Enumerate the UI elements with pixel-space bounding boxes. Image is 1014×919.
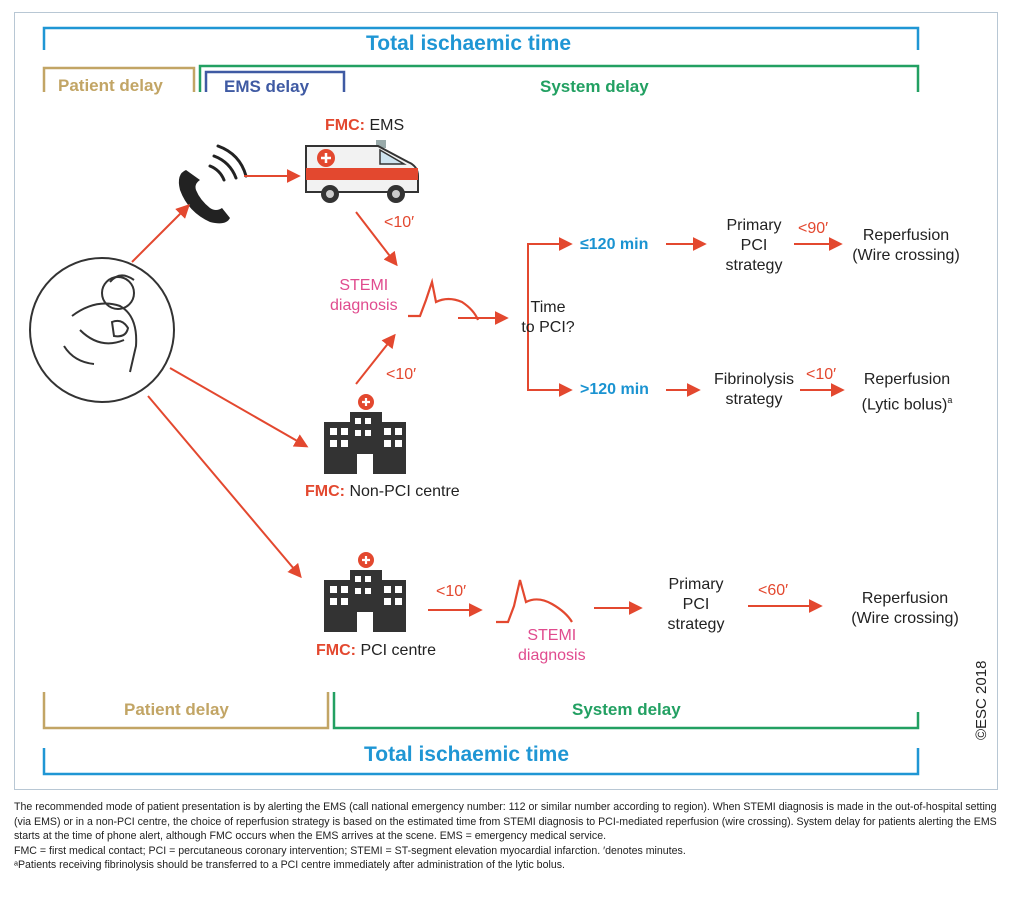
fmc-pci-label: FMC: PCI centre (316, 642, 436, 660)
hospital-icon (324, 552, 406, 632)
le120-label: ≤120 min (580, 236, 649, 253)
gt120-label: >120 min (580, 381, 649, 398)
primary-pci-strategy-bottom: Primary PCI strategy (654, 575, 738, 635)
total-time-bracket-bottom (42, 748, 920, 776)
patient-delay-bracket-top (42, 66, 196, 92)
stemi-diagnosis-2: STEMI diagnosis (518, 626, 586, 666)
copyright: ©ESC 2018 (973, 660, 990, 740)
reperfusion-label: Reperfusion (861, 590, 949, 607)
system-delay-bracket-bottom (332, 692, 920, 730)
primary-pci-line2: PCI (740, 237, 768, 254)
total-time-bracket-top (42, 26, 920, 50)
patient-delay-bracket-bottom (42, 692, 330, 730)
arrow-ambulance-to-stemi (355, 211, 398, 267)
ems-delay-top: EMS delay (224, 77, 310, 96)
primary-pci-line3: strategy (725, 257, 783, 274)
time-ems-to-stemi: <10′ (384, 214, 415, 231)
fmc-prefix: FMC: (325, 117, 365, 134)
time-pci-to-stemi: <10′ (436, 583, 467, 600)
ambulance-icon (305, 140, 419, 203)
total-ischaemic-time-top: Total ischaemic time (366, 32, 572, 55)
fibrinolysis-line2: strategy (725, 391, 783, 408)
arrow-patient-to-pci (147, 395, 302, 579)
time-to-pci-line1: Time (530, 299, 566, 316)
fibrinolysis-line1: Fibrinolysis (713, 371, 794, 388)
wire-crossing-label: (Wire crossing) (852, 247, 960, 264)
time-to-pci-line2: to PCI? (521, 319, 575, 336)
primary-pci-strategy-top: Primary PCI strategy (712, 216, 796, 276)
time-fibrinolysis-to-reperfusion: <10′ (806, 366, 837, 383)
wire-crossing-label: (Wire crossing) (851, 610, 959, 627)
fmc-ems-text: EMS (369, 117, 405, 134)
stemi-diagnosis-1: STEMI diagnosis (330, 276, 398, 316)
fmc-nonpci-text: Non-PCI centre (349, 483, 460, 500)
fmc-ems-label: FMC: EMS (325, 117, 404, 135)
system-delay-bottom: System delay (572, 700, 681, 719)
figure-frame (14, 12, 998, 790)
hospital-icon (324, 394, 406, 474)
fmc-prefix: FMC: (316, 642, 356, 659)
time-nonpci-to-stemi: <10′ (386, 366, 417, 383)
ecg-icon (408, 277, 480, 321)
arrow-nonpci-to-stemi (355, 333, 396, 385)
stemi-diagnosis-line2: diagnosis (330, 297, 398, 314)
reperfusion-lytic: Reperfusion (Lytic bolus)a (846, 370, 968, 415)
branch-line (527, 243, 542, 391)
primary-pci-line2: PCI (682, 596, 710, 613)
time-pci-primary-to-reperfusion: <60′ (758, 582, 789, 599)
primary-pci-line1: Primary (668, 576, 724, 593)
ecg-icon (496, 579, 573, 624)
reperfusion-wire-bottom: Reperfusion (Wire crossing) (844, 589, 966, 629)
patient-delay-top: Patient delay (58, 76, 163, 95)
time-primary-to-reperfusion: <90′ (798, 220, 829, 237)
fmc-nonpci-label: FMC: Non-PCI centre (305, 483, 460, 501)
fmc-pci-text: PCI centre (360, 642, 437, 659)
system-delay-bracket-top (198, 64, 920, 92)
lytic-footnote-marker: a (947, 395, 953, 405)
caption-paragraph-2: FMC = first medical contact; PCI = percu… (14, 844, 686, 857)
stemi-diagnosis-line1: STEMI (527, 627, 577, 644)
lytic-bolus-label: (Lytic bolus) (861, 396, 948, 414)
primary-pci-line1: Primary (726, 217, 782, 234)
reperfusion-wire-top: Reperfusion (Wire crossing) (846, 226, 966, 266)
patient-icon (29, 257, 175, 403)
stemi-diagnosis-line1: STEMI (339, 277, 389, 294)
patient-delay-bottom: Patient delay (124, 700, 229, 719)
caption-paragraph-3: ᵃPatients receiving fibrinolysis should … (14, 859, 565, 872)
ems-delay-bracket-top (204, 70, 346, 92)
fmc-prefix: FMC: (305, 483, 345, 500)
total-ischaemic-time-bottom: Total ischaemic time (364, 743, 570, 766)
time-to-pci: Time to PCI? (518, 298, 578, 338)
figure-caption: The recommended mode of patient presenta… (14, 800, 998, 873)
reperfusion-label: Reperfusion (863, 371, 951, 388)
phone-icon (178, 144, 248, 224)
arrow-patient-to-nonpci (169, 367, 309, 448)
stemi-diagnosis-line2: diagnosis (518, 647, 586, 664)
reperfusion-label: Reperfusion (862, 227, 950, 244)
caption-paragraph-1: The recommended mode of patient presenta… (14, 801, 997, 843)
system-delay-top: System delay (540, 77, 649, 96)
fibrinolysis-strategy: Fibrinolysis strategy (706, 370, 802, 410)
primary-pci-line3: strategy (667, 616, 725, 633)
arrow-patient-to-phone (131, 204, 190, 263)
